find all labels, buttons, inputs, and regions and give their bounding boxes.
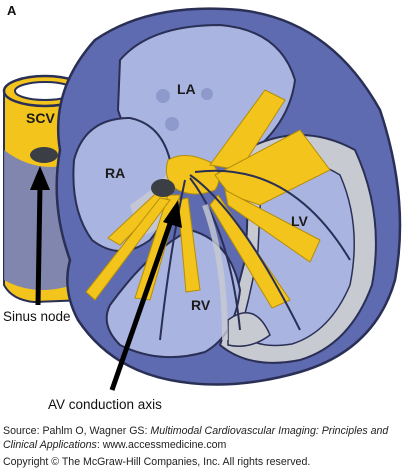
source-title-2: Clinical Applications	[3, 439, 97, 451]
panel-label: A	[7, 3, 17, 18]
copyright-line: Copyright © The McGraw-Hill Companies, I…	[3, 456, 311, 468]
callout-sinus-node: Sinus node	[3, 309, 71, 324]
conduction-fibers	[159, 169, 351, 341]
source-title: Multimodal Cardiovascular Imaging: Princ…	[150, 425, 389, 437]
sinus-node-arrow	[30, 166, 50, 306]
av-node-mark	[151, 179, 175, 197]
figure-footer: Source: Pahlm O, Wagner GS: Multimodal C…	[3, 424, 408, 469]
callout-av-conduction-axis: AV conduction axis	[48, 397, 162, 412]
label-scv: SCV	[26, 110, 55, 126]
heart-diagram: A SCV LA RA LV RV Sinus node AV conducti…	[2, 3, 402, 412]
source-prefix: Source: Pahlm O, Wagner GS:	[3, 425, 151, 437]
label-la: LA	[177, 81, 196, 97]
source-suffix: : www.accessmedicine.com	[96, 439, 227, 451]
heart-illustration	[2, 7, 402, 391]
source-line-2: Clinical Applications: www.accessmedicin…	[3, 438, 408, 452]
conduction-system	[85, 89, 331, 309]
av-axis-arrow	[109, 200, 182, 391]
label-rv: RV	[191, 297, 211, 313]
label-ra: RA	[105, 165, 126, 181]
label-lv: LV	[291, 213, 308, 229]
sinus-node-mark	[30, 147, 58, 163]
source-line-1: Source: Pahlm O, Wagner GS: Multimodal C…	[3, 424, 408, 438]
